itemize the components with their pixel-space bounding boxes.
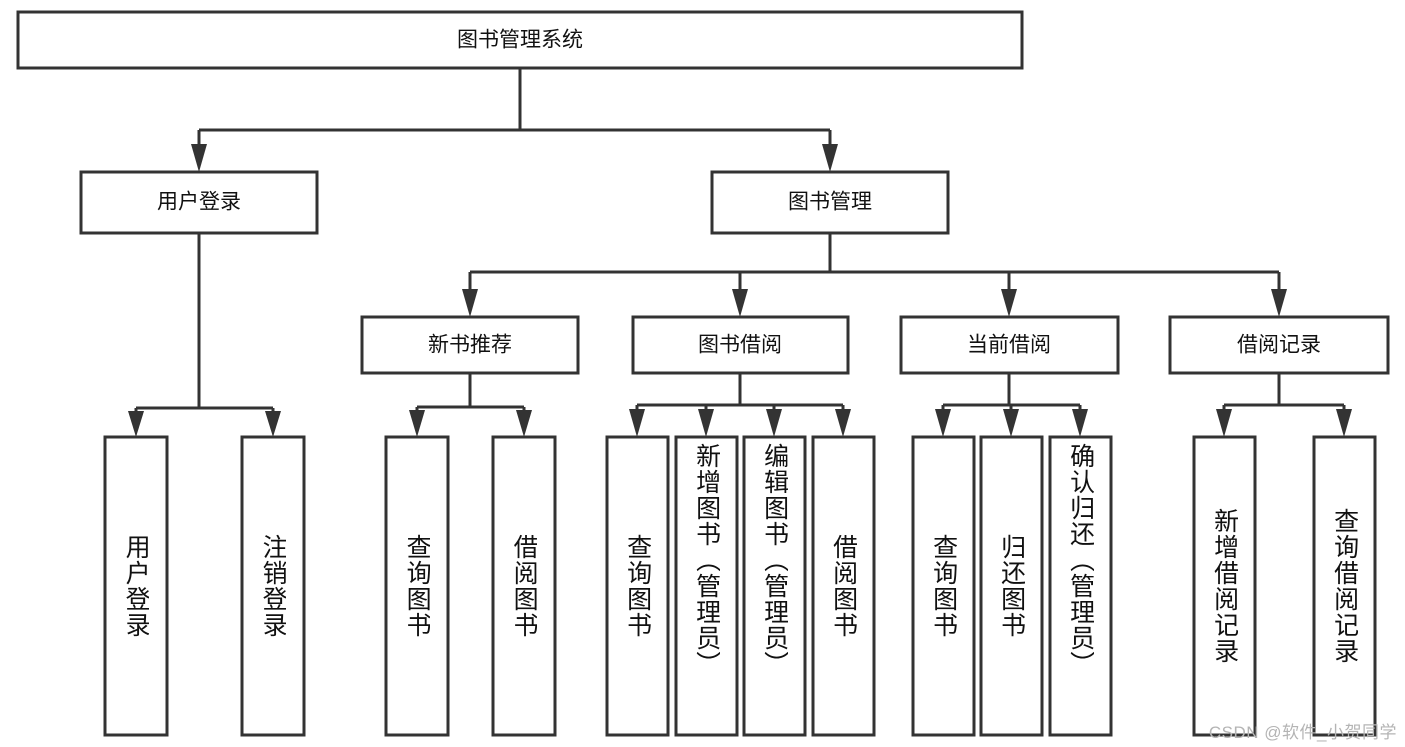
leaf-label-return-book: 归还图书 [998,534,1025,638]
connector-group-new-book-to-leaves [409,373,532,437]
node-book-manage[interactable]: 图书管理 [710,170,950,235]
arrowhead-new-book-recommend [462,289,478,317]
leaf-box-borrow-book-2[interactable] [811,435,876,737]
node-borrow-record[interactable]: 借阅记录 [1168,315,1390,375]
leaf-label-wrap-confirm-return-admin: 确认归还（管理员） [1050,437,1111,735]
leaf-label-borrow-book-2: 借阅图书 [830,534,857,638]
node-user-login-box[interactable] [79,170,319,235]
leaf-label-wrap-query-book-1: 查询图书 [386,437,448,735]
node-user-login-label: 用户登录 [157,191,241,214]
connector-group-book-borrow-to-leaves [629,373,851,437]
node-new-book-recommend-label: 新书推荐 [428,334,512,357]
leaf-label-wrap-add-borrow-record: 新增借阅记录 [1194,437,1255,735]
leaf-label-logout-login: 注销登录 [259,534,287,638]
leaf-box-query-book-2[interactable] [605,435,670,737]
arrowhead-leaf-confirm-return [1072,409,1088,437]
node-new-book-recommend-box[interactable] [360,315,580,375]
leaf-box-query-book-1[interactable] [384,435,450,737]
connector-group-root-to-level1 [191,68,838,172]
arrowhead-current-borrow [1001,289,1017,317]
leaf-label-wrap-query-borrow-record: 查询借阅记录 [1314,437,1375,735]
leaf-label-edit-book-admin: 编辑图书（管理员） [761,443,788,677]
arrowhead-leaf-logout-login [265,411,281,437]
node-root-label: 图书管理系统 [457,29,583,52]
arrowhead-leaf-add-record [1216,409,1232,437]
arrowhead-leaf-query-book-1 [409,410,425,437]
leaf-label-borrow-book-1: 借阅图书 [510,534,538,638]
leaf-label-wrap-query-book-2: 查询图书 [607,437,668,735]
leaf-label-add-borrow-record: 新增借阅记录 [1211,508,1238,664]
arrowhead-leaf-query-book-3 [935,409,951,437]
leaf-label-wrap-user-login: 用户登录 [105,437,167,735]
node-book-manage-label: 图书管理 [788,191,872,214]
node-current-borrow-label: 当前借阅 [967,334,1051,357]
node-current-borrow-box[interactable] [899,315,1120,375]
leaf-box-borrow-book-1[interactable] [491,435,557,737]
leaf-label-wrap-borrow-book-2: 借阅图书 [813,437,874,735]
node-new-book-recommend[interactable]: 新书推荐 [360,315,580,375]
arrowhead-book-manage [822,144,838,172]
leaf-box-add-book-admin[interactable] [674,435,739,737]
connector-group-user-login-to-leaves [128,233,281,437]
leaf-label-wrap-logout-login: 注销登录 [242,437,304,735]
arrowhead-leaf-return-book [1003,409,1019,437]
leaf-box-confirm-return-admin[interactable] [1048,435,1113,737]
leaf-label-wrap-return-book: 归还图书 [981,437,1042,735]
arrowhead-leaf-query-book-2 [629,409,645,437]
leaf-box-add-borrow-record[interactable] [1192,435,1257,737]
node-borrow-record-box[interactable] [1168,315,1390,375]
leaf-label-query-borrow-record: 查询借阅记录 [1331,508,1358,664]
node-user-login[interactable]: 用户登录 [79,170,319,235]
arrowhead-leaf-edit-book [766,409,782,437]
connector-group-current-borrow-to-leaves [935,373,1088,437]
connector-group-borrow-record-to-leaves [1216,373,1352,437]
arrowhead-user-login [191,144,207,172]
arrowhead-book-borrow [732,289,748,317]
leaf-label-wrap-add-book-admin: 新增图书（管理员） [676,437,737,735]
leaf-box-logout-login[interactable] [240,435,306,737]
connector-group-book-manage-to-level2 [462,233,1287,317]
node-book-manage-box[interactable] [710,170,950,235]
node-borrow-record-label: 借阅记录 [1237,334,1321,357]
leaf-box-query-book-3[interactable] [911,435,976,737]
arrowhead-borrow-record [1271,289,1287,317]
leaf-label-confirm-return-admin: 确认归还（管理员） [1067,443,1094,677]
leaf-label-wrap-edit-book-admin: 编辑图书（管理员） [744,437,805,735]
node-current-borrow[interactable]: 当前借阅 [899,315,1120,375]
node-root[interactable]: 图书管理系统 [16,10,1024,70]
leaf-box-edit-book-admin[interactable] [742,435,807,737]
leaf-label-add-book-admin: 新增图书（管理员） [693,443,720,677]
arrowhead-leaf-borrow-book-1 [516,410,532,437]
arrowhead-leaf-user-login [128,411,144,437]
leaf-box-query-borrow-record[interactable] [1312,435,1377,737]
leaf-label-wrap-borrow-book-1: 借阅图书 [493,437,555,735]
csdn-watermark: CSDN @软件_小贺同学 [1208,723,1397,742]
leaf-label-query-book-2: 查询图书 [624,534,651,638]
leaf-box-user-login[interactable] [103,435,169,737]
leaf-label-user-login: 用户登录 [122,534,150,638]
node-book-borrow[interactable]: 图书借阅 [631,315,850,375]
node-book-borrow-box[interactable] [631,315,850,375]
leaf-label-query-book-3: 查询图书 [930,534,957,638]
arrowhead-leaf-query-record [1336,409,1352,437]
node-root-box[interactable] [16,10,1024,70]
leaf-box-return-book[interactable] [979,435,1044,737]
node-book-borrow-label: 图书借阅 [698,334,782,357]
leaf-label-wrap-query-book-3: 查询图书 [913,437,974,735]
arrowhead-leaf-borrow-book-2 [835,409,851,437]
leaf-label-query-book-1: 查询图书 [403,534,431,638]
arrowhead-leaf-add-book [698,409,714,437]
